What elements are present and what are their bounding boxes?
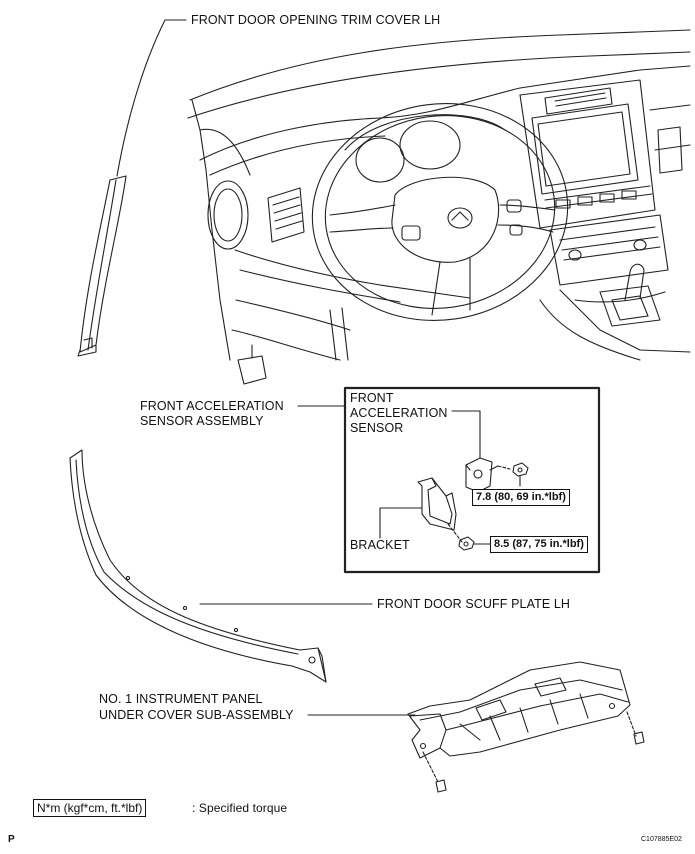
acceleration-sensor bbox=[465, 457, 511, 493]
sensor-nut bbox=[512, 462, 529, 487]
front-door-scuff-plate bbox=[69, 449, 327, 683]
sensor-assembly-label-line2: SENSOR ASSEMBLY bbox=[140, 414, 264, 428]
instrument-panel-under-cover bbox=[407, 661, 631, 759]
inset-sensor-label-line2: ACCELERATION bbox=[350, 406, 448, 420]
trim-cover-label: FRONT DOOR OPENING TRIM COVER LH bbox=[191, 13, 441, 27]
dashboard-illustration bbox=[187, 29, 691, 385]
bracket-label: BRACKET bbox=[350, 538, 410, 552]
bracket bbox=[417, 477, 457, 531]
under-cover-bolts bbox=[422, 711, 645, 793]
sensor-detail-box bbox=[343, 386, 601, 574]
front-door-opening-trim-cover bbox=[77, 175, 127, 357]
figure-code: C107885E02 bbox=[641, 836, 682, 843]
bracket-mount-line bbox=[447, 523, 463, 543]
inset-sensor-label-line3: SENSOR bbox=[350, 421, 404, 435]
under-cover-label-line1: NO. 1 INSTRUMENT PANEL bbox=[99, 692, 263, 706]
bracket-torque-spec: 8.5 (87, 75 in.*lbf) bbox=[490, 536, 588, 553]
under-cover-label-line2: UNDER COVER SUB-ASSEMBLY bbox=[99, 708, 294, 722]
torque-legend-text: : Specified torque bbox=[192, 801, 288, 815]
inset-sensor-label-line1: FRONT bbox=[350, 391, 394, 405]
trim-cover-leader bbox=[116, 19, 187, 177]
bracket-leader bbox=[379, 507, 423, 539]
page-letter: P bbox=[8, 834, 15, 845]
bracket-nut bbox=[458, 536, 491, 551]
sensor-leader bbox=[451, 410, 481, 459]
torque-units-legend: N*m (kgf*cm, ft.*lbf) bbox=[33, 799, 147, 817]
sensor-torque-spec: 7.8 (80, 69 in.*lbf) bbox=[472, 489, 570, 506]
scuff-plate-label: FRONT DOOR SCUFF PLATE LH bbox=[377, 597, 571, 611]
sensor-assembly-label-line1: FRONT ACCELERATION bbox=[140, 399, 284, 413]
